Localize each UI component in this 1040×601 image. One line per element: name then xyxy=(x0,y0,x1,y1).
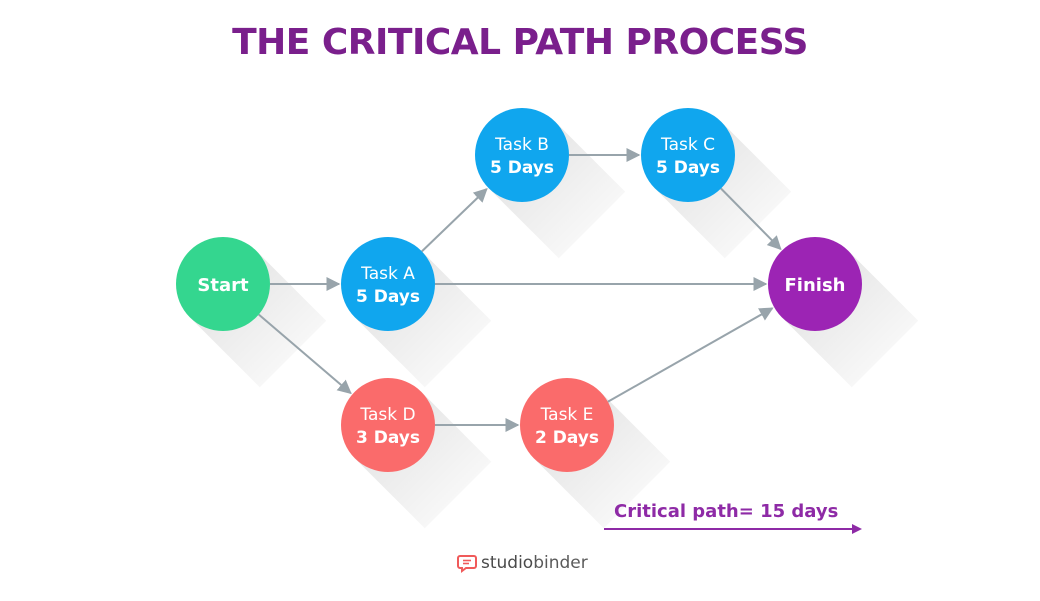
brand-wordmark: studiobinder xyxy=(481,553,588,573)
node-c: Task C 5 Days xyxy=(641,108,735,202)
node-b: Task B 5 Days xyxy=(475,108,569,202)
node-days-b: 5 Days xyxy=(490,158,554,178)
node-d: Task D 3 Days xyxy=(341,378,435,472)
critical-path-arrow xyxy=(604,524,862,534)
studiobinder-logo: studiobinder xyxy=(457,553,588,573)
node-days-d: 3 Days xyxy=(356,428,420,448)
node-name-d: Task D xyxy=(359,405,415,425)
node-days-a: 5 Days xyxy=(356,287,420,307)
node-circle-b xyxy=(475,108,569,202)
connectors xyxy=(258,148,782,432)
edge-a-to-b xyxy=(421,188,488,253)
node-days-c: 5 Days xyxy=(656,158,720,178)
node-name-start: Start xyxy=(197,275,249,296)
node-circle-start xyxy=(176,237,270,331)
brand-word-binder: binder xyxy=(533,553,588,573)
chat-bubble-icon xyxy=(457,555,477,573)
node-days-e: 2 Days xyxy=(535,428,599,448)
node-name-c: Task C xyxy=(660,135,715,155)
critical-path-label: Critical path= 15 days xyxy=(614,501,839,522)
node-name-finish: Finish xyxy=(785,275,846,296)
node-start: Start xyxy=(176,237,270,331)
node-name-a: Task A xyxy=(360,264,415,284)
edge-c-to-finish xyxy=(720,187,782,251)
node-circle-e xyxy=(520,378,614,472)
node-e: Task E 2 Days xyxy=(520,378,614,472)
node-circle-finish xyxy=(768,237,862,331)
node-a: Task A 5 Days xyxy=(341,237,435,331)
page-title: THE CRITICAL PATH PROCESS xyxy=(232,22,808,63)
node-name-e: Task E xyxy=(540,405,594,425)
node-finish: Finish xyxy=(768,237,862,331)
node-circle-c xyxy=(641,108,735,202)
brand-word-studio: studio xyxy=(481,553,534,573)
nodes: Start Task A 5 Days Task B 5 Days Task C 5 Day… xyxy=(176,108,862,472)
edge-start-to-d xyxy=(258,313,352,395)
node-name-b: Task B xyxy=(494,135,549,155)
edge-e-to-finish xyxy=(607,307,774,403)
node-circle-d xyxy=(341,378,435,472)
node-circle-a xyxy=(341,237,435,331)
